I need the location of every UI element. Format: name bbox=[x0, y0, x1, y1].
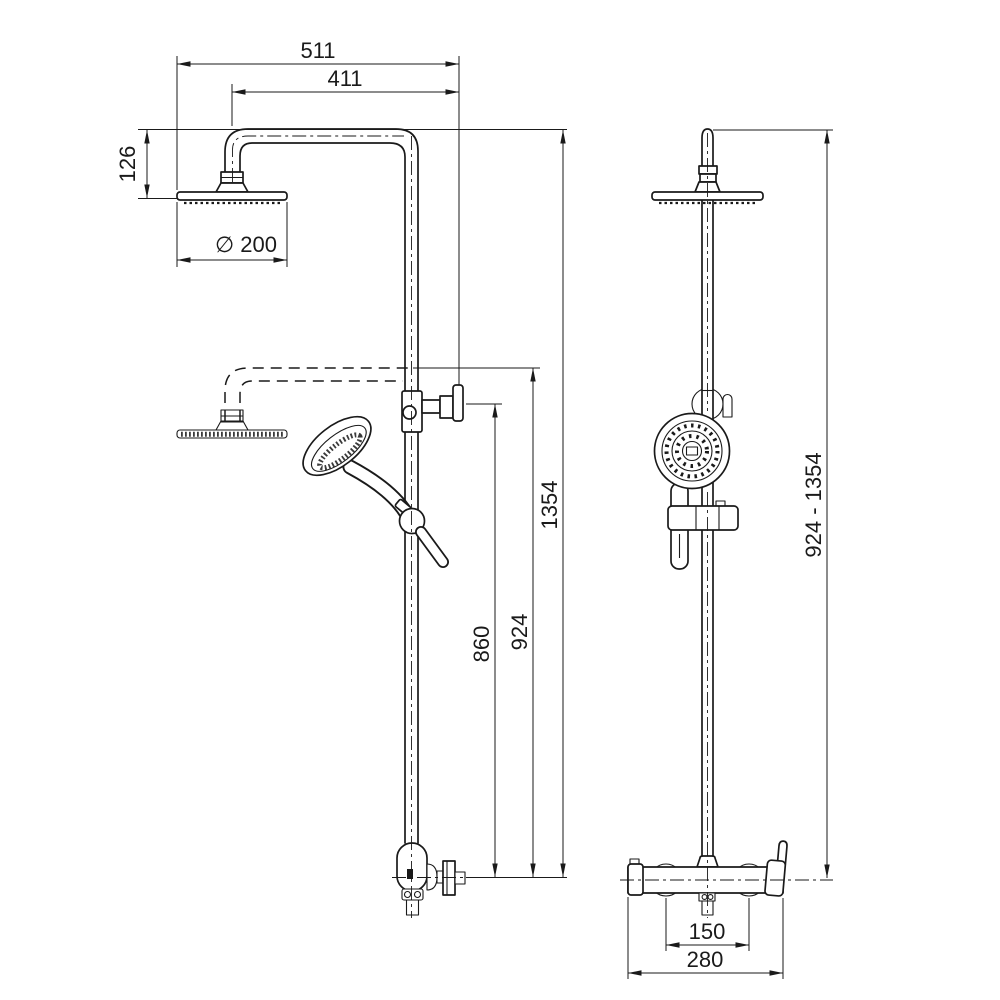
shower-arm-and-riser bbox=[224, 128, 419, 844]
nut-detail-left bbox=[403, 890, 412, 899]
slider-lever-fill bbox=[416, 527, 448, 567]
ghost-pipe-inner bbox=[239, 380, 403, 421]
valve-neck bbox=[436, 870, 444, 884]
nozzle-ring-inner bbox=[675, 434, 709, 468]
dim-label-1354: 1354 bbox=[537, 481, 562, 530]
connector-ring-upper bbox=[698, 165, 718, 175]
bracket-screw bbox=[402, 405, 417, 420]
arm-centerline bbox=[232, 135, 404, 182]
mixer-lever-escutcheon bbox=[764, 859, 787, 897]
dim-label-411: 411 bbox=[327, 66, 362, 91]
nozzle-ring-outer bbox=[664, 423, 720, 479]
head-cone bbox=[215, 182, 249, 193]
ghost-arm-lowered bbox=[176, 367, 408, 439]
valve-inlet-stub bbox=[454, 871, 466, 885]
bracket-arm bbox=[421, 399, 441, 414]
valve-body-capsule bbox=[396, 842, 428, 892]
slider-holder-front bbox=[667, 505, 739, 531]
dim-label-diameter-200: ∅ 200 bbox=[215, 232, 277, 257]
valve-cartridge-mark bbox=[407, 869, 413, 879]
connector-ring-lower bbox=[699, 173, 717, 183]
dim-adjustable-height: 924 - 1354 bbox=[801, 130, 830, 878]
head-disc bbox=[176, 191, 288, 201]
overhead-shower-head-side bbox=[176, 171, 288, 205]
front-view bbox=[620, 128, 833, 918]
side-view bbox=[176, 128, 466, 918]
valve-lower-nut bbox=[401, 888, 424, 901]
mixer-lever-group bbox=[764, 840, 788, 897]
nut-detail-right bbox=[413, 890, 422, 899]
spout-detail-right bbox=[707, 894, 714, 900]
dim-head-drop: 126 bbox=[115, 130, 216, 199]
dim-bracket-height: 860 bbox=[469, 404, 498, 877]
dim-label-150: 150 bbox=[689, 919, 726, 944]
dim-label-280: 280 bbox=[687, 947, 724, 972]
hand-shower-front bbox=[653, 412, 739, 570]
ghost-pipe-outer bbox=[224, 367, 408, 421]
hand-shower-face-ring3 bbox=[681, 440, 703, 462]
arm-riser-inner-edge bbox=[239, 142, 406, 844]
mixer-valve-side bbox=[396, 842, 466, 916]
dim-riser-min-height: 924 bbox=[507, 368, 536, 877]
hand-shower-face-ring2 bbox=[671, 430, 713, 472]
dim-label-924-1354: 924 - 1354 bbox=[801, 452, 826, 557]
dim-label-511: 511 bbox=[300, 38, 335, 63]
spout-detail-left bbox=[701, 894, 708, 900]
head-face-ring bbox=[310, 424, 367, 472]
dimensions-front-view: 924 - 1354 150 280 bbox=[627, 129, 833, 979]
dim-arm-reach: 411 bbox=[231, 66, 459, 126]
dim-mixer-width: 280 bbox=[627, 897, 784, 979]
dim-total-width: 511 bbox=[176, 38, 459, 190]
ghost-head-disc bbox=[176, 429, 288, 439]
head-spray-face bbox=[317, 432, 363, 471]
valve-tail-pipe bbox=[405, 899, 420, 916]
dim-head-diameter: ∅ 200 bbox=[176, 202, 288, 267]
dim-inlet-spacing: 150 bbox=[665, 898, 750, 951]
dim-label-860: 860 bbox=[469, 626, 494, 663]
face-centre-plate bbox=[685, 446, 699, 456]
hand-shower-face-ring1 bbox=[661, 420, 723, 482]
bracket-wall-flange bbox=[452, 384, 464, 422]
bracket-step bbox=[439, 395, 454, 419]
wall-bracket-side bbox=[401, 384, 464, 433]
valve-wall-flange bbox=[442, 860, 456, 896]
valve-joint-arc bbox=[426, 863, 438, 891]
dim-label-924: 924 bbox=[507, 614, 532, 651]
mixer-left-cap bbox=[627, 863, 644, 896]
hand-shower-side bbox=[302, 415, 449, 568]
diverter-knob bbox=[722, 393, 733, 418]
hand-shower-head-side bbox=[302, 415, 372, 477]
mixer-lever-blade bbox=[776, 840, 788, 866]
arm-riser-outer-edge bbox=[224, 128, 419, 844]
dim-total-height: 1354 bbox=[537, 130, 566, 877]
dim-label-126: 126 bbox=[115, 146, 140, 183]
